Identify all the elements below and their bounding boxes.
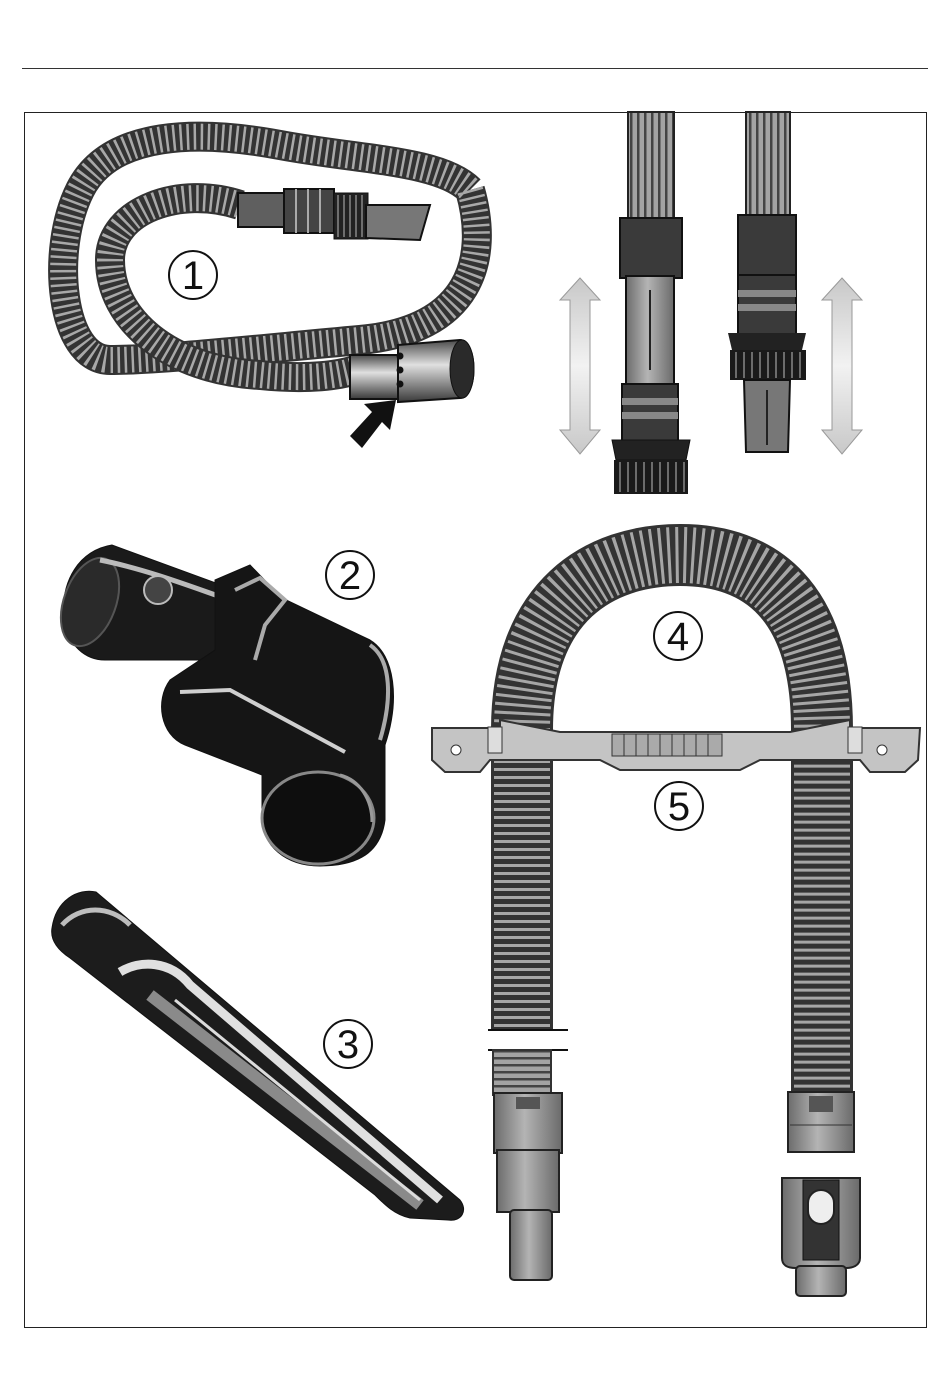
callout-3-label: 3: [337, 1023, 359, 1067]
callout-4: 4: [654, 612, 702, 660]
hose-connector-socket: [782, 1178, 860, 1296]
slide-arrow-right: [822, 278, 862, 454]
callout-4-label: 4: [667, 615, 689, 659]
callout-3: 3: [324, 1020, 372, 1068]
hose-end-fitting-left: [494, 1093, 562, 1280]
telescopic-hose-brush-extension: [612, 112, 690, 494]
crevice-tool: [52, 891, 464, 1220]
callout-1: 1: [169, 251, 217, 299]
telescopic-hose-crevice-extension: [728, 112, 806, 452]
coiled-suction-hose: [63, 137, 477, 402]
callout-2-label: 2: [339, 554, 361, 598]
callout-1-label: 1: [182, 254, 204, 298]
callout-5-label: 5: [668, 785, 690, 829]
push-arrow: [350, 400, 396, 448]
slide-arrow-left: [560, 278, 600, 454]
callout-2: 2: [326, 551, 374, 599]
hose-end-fitting-right: [788, 1092, 854, 1152]
callout-5: 5: [655, 782, 703, 830]
